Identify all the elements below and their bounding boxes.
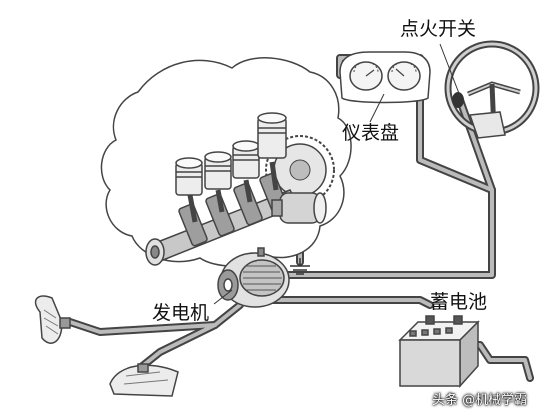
headlight-left [34, 295, 71, 344]
generator-label: 发电机 [152, 302, 210, 324]
pistons [175, 112, 287, 223]
battery-label: 蓄电池 [430, 291, 488, 313]
piston-2 [204, 151, 232, 213]
headlight-right [109, 363, 179, 397]
ignition-switch-label: 点火开关 [400, 18, 477, 40]
ground-symbol [290, 258, 310, 275]
leader-lines [213, 43, 461, 305]
battery [398, 315, 480, 388]
piston-1 [175, 157, 203, 223]
generator [217, 247, 290, 308]
dashboard [339, 51, 431, 104]
piston-4 [257, 112, 287, 191]
starter-motor [271, 192, 327, 224]
watermark-text: 头条 @机械学霸 [432, 393, 528, 408]
steering-wheel [444, 40, 540, 139]
dashboard-label: 仪表盘 [342, 122, 400, 144]
ignition-switch [452, 92, 464, 108]
